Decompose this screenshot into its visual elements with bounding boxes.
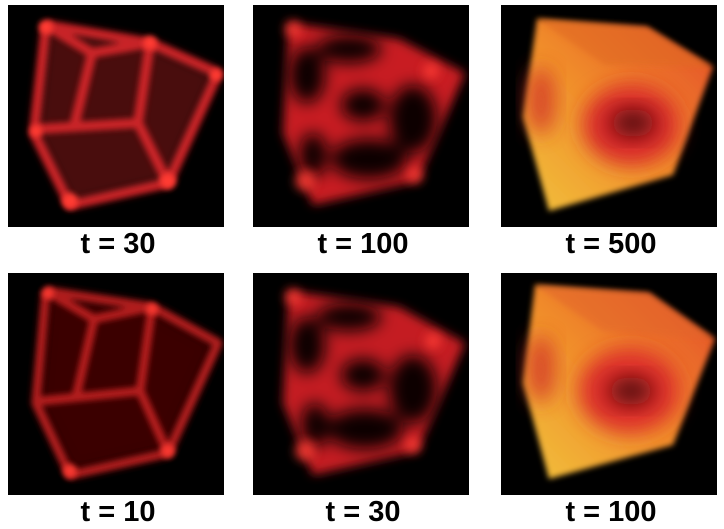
time-label: t = 100 — [565, 496, 657, 528]
cube-render-panel-2 — [253, 5, 469, 227]
cube-holes-image — [283, 289, 465, 475]
cube-filled-image — [523, 19, 713, 211]
cube-render-panel-6 — [501, 273, 717, 495]
cube-render-panel-1 — [8, 5, 224, 227]
time-label: t = 30 — [80, 228, 156, 260]
time-label: t = 30 — [325, 496, 401, 528]
cube-frame-image — [31, 286, 223, 480]
cube-filled-image — [523, 285, 715, 479]
cube-render-panel-3 — [501, 5, 717, 227]
cube-render-panel-4 — [8, 273, 224, 495]
cube-frame-image — [29, 20, 223, 210]
cube-holes-image — [283, 21, 465, 205]
time-label: t = 500 — [565, 228, 657, 260]
time-label: t = 100 — [317, 228, 409, 260]
time-label: t = 10 — [80, 496, 156, 528]
cube-render-panel-5 — [253, 273, 469, 495]
